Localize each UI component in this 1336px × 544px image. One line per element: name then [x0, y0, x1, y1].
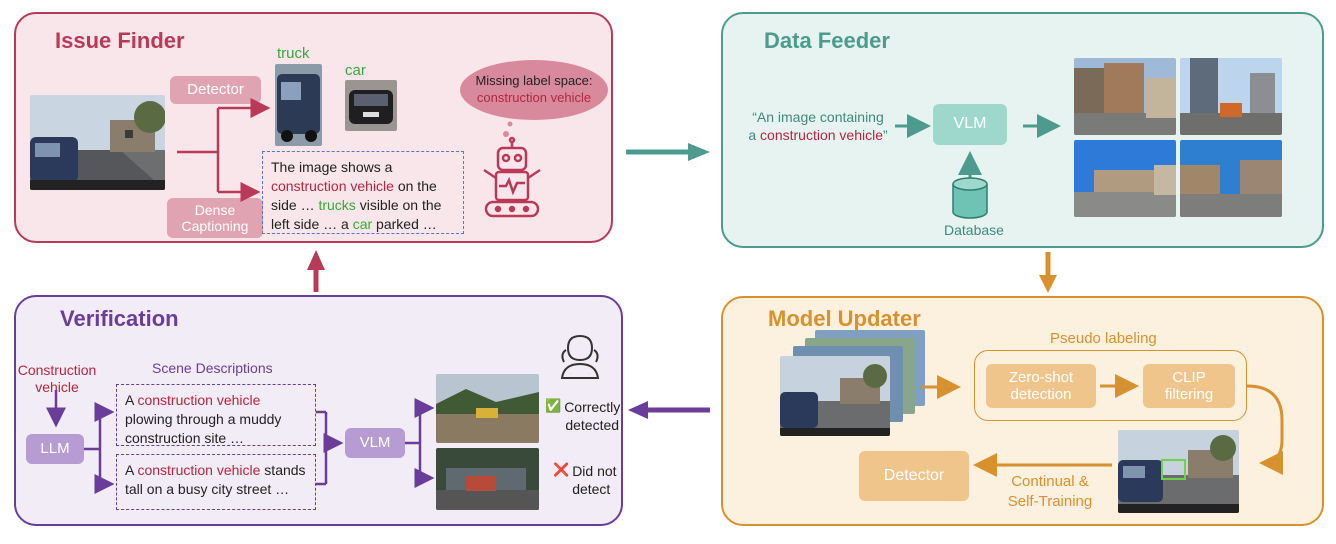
issue-branch-lines — [177, 98, 271, 202]
caption-highlight-construction: construction vehicle — [271, 177, 394, 194]
wrong-result: ❌ Did not detect — [553, 462, 617, 498]
correct-label: Correctly detected — [564, 399, 621, 434]
wrong-label: Did not detect — [572, 463, 617, 498]
detector-label: Detector — [187, 81, 244, 99]
verification-vlm-label: VLM — [359, 434, 391, 452]
person-icon — [560, 334, 600, 379]
car-label: car — [345, 62, 366, 79]
feeder-arrows — [895, 114, 1061, 178]
database-icon — [952, 177, 988, 219]
pseudo-labeling-label: Pseudo labeling — [1050, 330, 1157, 347]
feeder-vlm-label: VLM — [953, 115, 987, 133]
retrieved-photo-4 — [1180, 140, 1282, 217]
zero-shot-pill: Zero-shot detection — [986, 364, 1096, 408]
missing-label-bubble: Missing label space: construction vehicl… — [460, 60, 608, 120]
cross-icon: ❌ — [553, 462, 570, 477]
caption-text-4: parked … — [372, 215, 437, 232]
query-prefix: a — [748, 127, 761, 144]
desc1-highlight: construction vehicle — [137, 392, 261, 408]
caption-highlight-car: car — [352, 215, 373, 232]
verification-photo-1 — [436, 374, 539, 443]
updater-detector-label: Detector — [883, 466, 945, 484]
caption-text-2: on the side … — [271, 177, 437, 213]
clip-filtering-pill: CLIP filtering — [1143, 364, 1235, 408]
verification-vlm-pill: VLM — [345, 428, 405, 458]
verification-title: Verification — [60, 306, 179, 331]
issue-finder-title: Issue Finder — [55, 28, 185, 53]
continual-label: Continual & Self-Training — [1007, 473, 1093, 510]
feeder-query-text: “An image containing a construction vehi… — [738, 108, 898, 144]
feeder-vlm-pill: VLM — [933, 104, 1007, 145]
query-suffix: ” — [882, 127, 888, 144]
retrieved-photo-3 — [1074, 140, 1176, 217]
inter-panel-arrows — [307, 143, 1057, 419]
retrieved-photo-2 — [1180, 58, 1282, 135]
truck-crop — [275, 64, 322, 146]
zero-shot-label: Zero-shot detection — [1008, 368, 1074, 403]
scene-descriptions-label: Scene Descriptions — [152, 360, 273, 376]
scene-description-2: A construction vehicle stands tall on a … — [116, 454, 316, 510]
model-updater-title: Model Updater — [768, 306, 921, 331]
verification-photo-2 — [436, 448, 539, 510]
desc2-text: stands tall on a busy city street … — [125, 462, 306, 497]
updater-detector-pill: Detector — [859, 451, 969, 501]
detection-result-photo — [1118, 430, 1239, 513]
scene-description-1: A construction vehicle plowing through a… — [116, 384, 316, 446]
desc2-highlight: construction vehicle — [137, 462, 261, 478]
correct-result: ✅ Correctly detected — [545, 398, 620, 434]
llm-pill: LLM — [26, 434, 84, 464]
bubble-line-2: construction vehicle — [476, 90, 592, 105]
query-highlight: construction vehicle — [760, 127, 883, 144]
desc2-prefix: A — [125, 462, 138, 478]
truck-label: truck — [277, 45, 310, 62]
desc1-text: plowing through a muddy construction sit… — [125, 410, 282, 446]
pseudo-labeling-group — [974, 350, 1247, 421]
checkmark-icon: ✅ — [545, 398, 562, 413]
stack-photo-front — [780, 356, 890, 436]
dense-caption-box: The image shows a construction vehicle o… — [262, 151, 464, 234]
caption-text-3: visible on the left side … a — [271, 196, 442, 232]
caption-text-1: The image shows a — [271, 159, 393, 175]
clip-filtering-label: CLIP filtering — [1164, 368, 1214, 403]
car-crop — [345, 80, 397, 131]
detector-pill: Detector — [170, 76, 261, 104]
verification-input-label: Construction vehicle — [17, 362, 97, 395]
street-photo-issue — [30, 95, 165, 190]
robot-icon — [483, 121, 541, 218]
query-line-1: “An image containing — [752, 109, 884, 125]
data-feeder-title: Data Feeder — [764, 28, 890, 53]
bubble-line-1: Missing label space: — [475, 73, 593, 89]
desc1-prefix: A — [125, 392, 138, 408]
updater-arrows — [922, 374, 1284, 477]
dense-captioning-pill: Dense Captioning — [167, 198, 263, 238]
database-label: Database — [944, 222, 1004, 238]
verification-lines — [46, 390, 435, 494]
caption-highlight-trucks: trucks — [318, 196, 356, 213]
retrieved-photo-1 — [1074, 58, 1176, 135]
llm-label: LLM — [40, 440, 70, 458]
dense-captioning-label: Dense Captioning — [181, 201, 249, 234]
